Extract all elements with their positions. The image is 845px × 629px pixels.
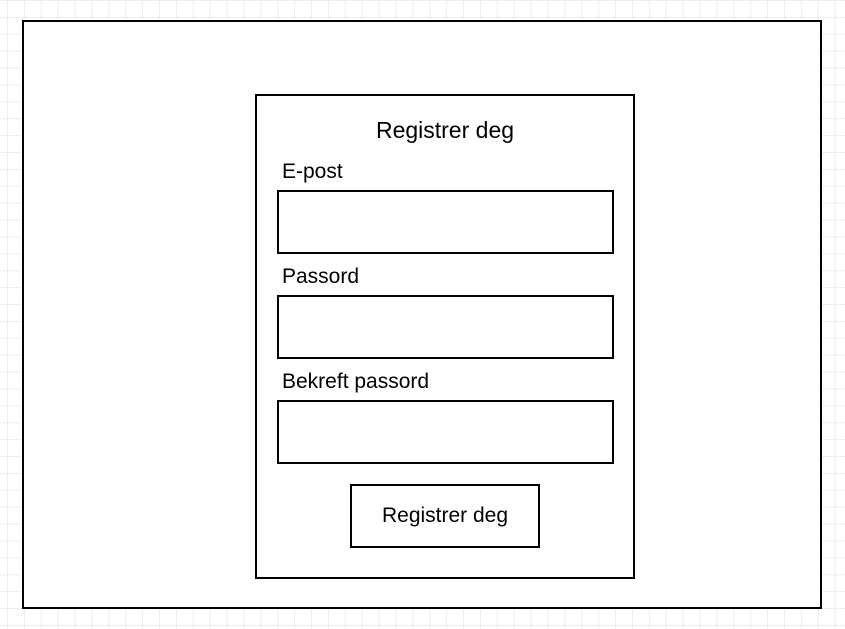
register-button[interactable]: Registrer deg (350, 484, 540, 548)
screen-frame: Registrer deg E-post Passord Bekreft pas… (22, 20, 822, 609)
password-field[interactable] (277, 295, 614, 359)
password-label: Passord (282, 265, 360, 288)
registration-form: Registrer deg E-post Passord Bekreft pas… (255, 94, 635, 579)
confirm-password-field[interactable] (277, 400, 614, 464)
form-title: Registrer deg (375, 117, 515, 143)
email-label: E-post (282, 160, 343, 183)
confirm-password-label: Bekreft passord (282, 370, 430, 393)
email-field[interactable] (277, 190, 614, 254)
